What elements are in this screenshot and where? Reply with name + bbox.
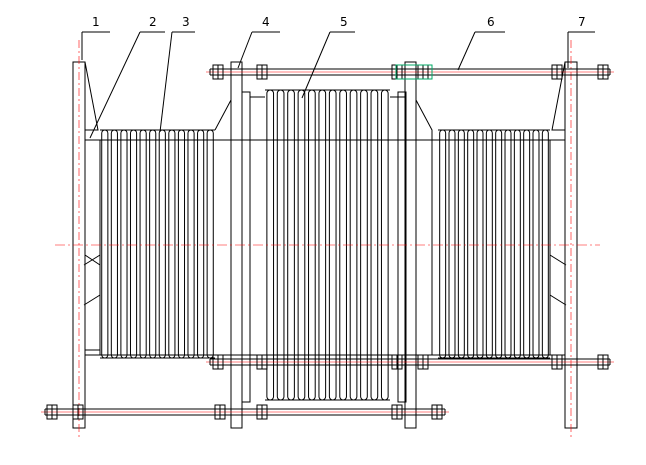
leader-7 [567, 31, 595, 68]
callout-label-6: 6 [487, 15, 495, 29]
bellows-right-convolution [504, 129, 512, 359]
leader-2 [89, 31, 165, 139]
leader-3 [159, 31, 195, 133]
leader-pointer [89, 31, 141, 139]
leader-6 [457, 31, 505, 71]
pipe-left-end [84, 139, 101, 356]
pipe-right-end [549, 139, 566, 356]
tie-rod-top [206, 64, 614, 80]
bellows-left-convolution [129, 129, 138, 359]
bellows-left-convolution [168, 129, 176, 359]
bellows-center-convolution [297, 89, 306, 401]
center-pipe-left [241, 91, 251, 403]
leader-5 [301, 31, 355, 99]
left-liner-a [83, 254, 101, 266]
bellows-right-convolution [467, 129, 475, 359]
bellows-right-convolution [476, 129, 484, 359]
flange-middle-right-gusset [415, 99, 433, 356]
bellows-center-convolution [370, 89, 379, 401]
callout-label-7: 7 [578, 15, 586, 29]
callout-label-2: 2 [149, 15, 157, 29]
bellows-left-convolution [139, 129, 147, 359]
bellows-right-convolution [513, 129, 521, 359]
bellows-center-convolution [266, 89, 275, 401]
bellows-center-convolution [380, 89, 389, 401]
bellows-right-convolution [523, 129, 531, 359]
bellows-center-convolution [287, 89, 295, 401]
bellows-left [100, 129, 215, 359]
bellows-center-convolution [339, 89, 347, 401]
bellows-left-convolution [149, 129, 157, 359]
leader-pointer [237, 31, 253, 69]
left-liner-b [83, 294, 101, 306]
center-pipe-right [397, 91, 407, 403]
bellows-center [265, 89, 390, 401]
drawing-geometry [41, 31, 614, 440]
callout-label-4: 4 [262, 15, 270, 29]
bellows-left-convolution [206, 129, 214, 359]
bellows-right-convolution [457, 129, 465, 359]
callout-label-5: 5 [340, 15, 348, 29]
leader-pointer [301, 31, 331, 99]
bellows-center-convolution [308, 89, 316, 401]
bellows-right-convolution [448, 129, 456, 359]
bellows-left-convolution [158, 129, 166, 359]
bellows-center-convolution [328, 89, 337, 401]
bellows-left-convolution [187, 129, 195, 359]
right-liner-a [549, 254, 567, 266]
bellows-center-convolution [276, 89, 285, 401]
bellows-left-convolution [177, 129, 186, 359]
bellows-center-convolution [318, 89, 327, 401]
right-liner-b [549, 294, 567, 306]
tie-rod-middle [206, 354, 614, 370]
callout-label-3: 3 [182, 15, 190, 29]
bellows-right [438, 129, 550, 359]
bellows-left-convolution [120, 129, 128, 359]
bellows-right-convolution [532, 129, 540, 359]
leader-pointer [457, 31, 476, 71]
bellows-center-convolution [360, 89, 368, 401]
bellows-left-convolution [197, 129, 205, 359]
bellows-right-convolution [495, 129, 503, 359]
bellows-right-convolution [439, 129, 447, 359]
flange-4-gusset [214, 99, 232, 356]
leader-4 [237, 31, 280, 69]
bellows-left-convolution [110, 129, 118, 359]
bellows-left-convolution [101, 129, 109, 359]
bellows-right-convolution [485, 129, 493, 359]
leader-pointer [159, 31, 173, 133]
leader-1 [81, 31, 110, 60]
bellows-right-convolution [541, 129, 549, 359]
tie-rod-bottom [41, 404, 449, 420]
tie-rod-top-coupling [395, 64, 433, 80]
bellows-center-convolution [349, 89, 358, 401]
callout-label-1: 1 [92, 15, 100, 29]
callout-labels: 1 2 3 4 5 6 7 [92, 15, 586, 29]
